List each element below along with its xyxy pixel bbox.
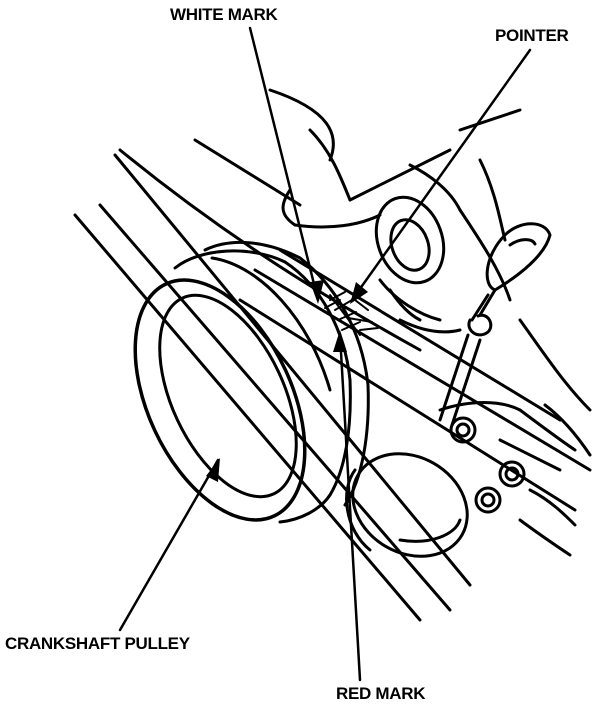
white-mark-leader (248, 26, 320, 302)
red-mark-arrowhead (333, 330, 347, 352)
pointer-leader (350, 48, 532, 302)
dipstick (438, 222, 552, 427)
pointer-arrowhead (350, 282, 368, 304)
drive-belt (73, 153, 592, 622)
bracket-bolts (438, 401, 577, 557)
timing-marks (324, 291, 379, 336)
crankshaft-pulley-leader (118, 458, 220, 632)
crankshaft-pulley-drawing (133, 241, 370, 524)
engine-cover-outline (118, 88, 592, 457)
callout-arrowheads (206, 280, 368, 482)
crankshaft-pulley-label: CRANKSHAFT PULLEY (5, 634, 190, 653)
lower-pulley (345, 452, 469, 558)
crankshaft-pulley-arrowhead (206, 458, 220, 482)
callout-leaders (118, 26, 532, 682)
timing-cover-boss (374, 195, 462, 334)
white-mark-label: WHITE MARK (170, 5, 278, 24)
pointer-label: POINTER (495, 26, 569, 45)
red-mark-label: RED MARK (336, 684, 426, 703)
white-mark-arrowhead (310, 280, 324, 304)
red-mark-leader (338, 333, 362, 682)
